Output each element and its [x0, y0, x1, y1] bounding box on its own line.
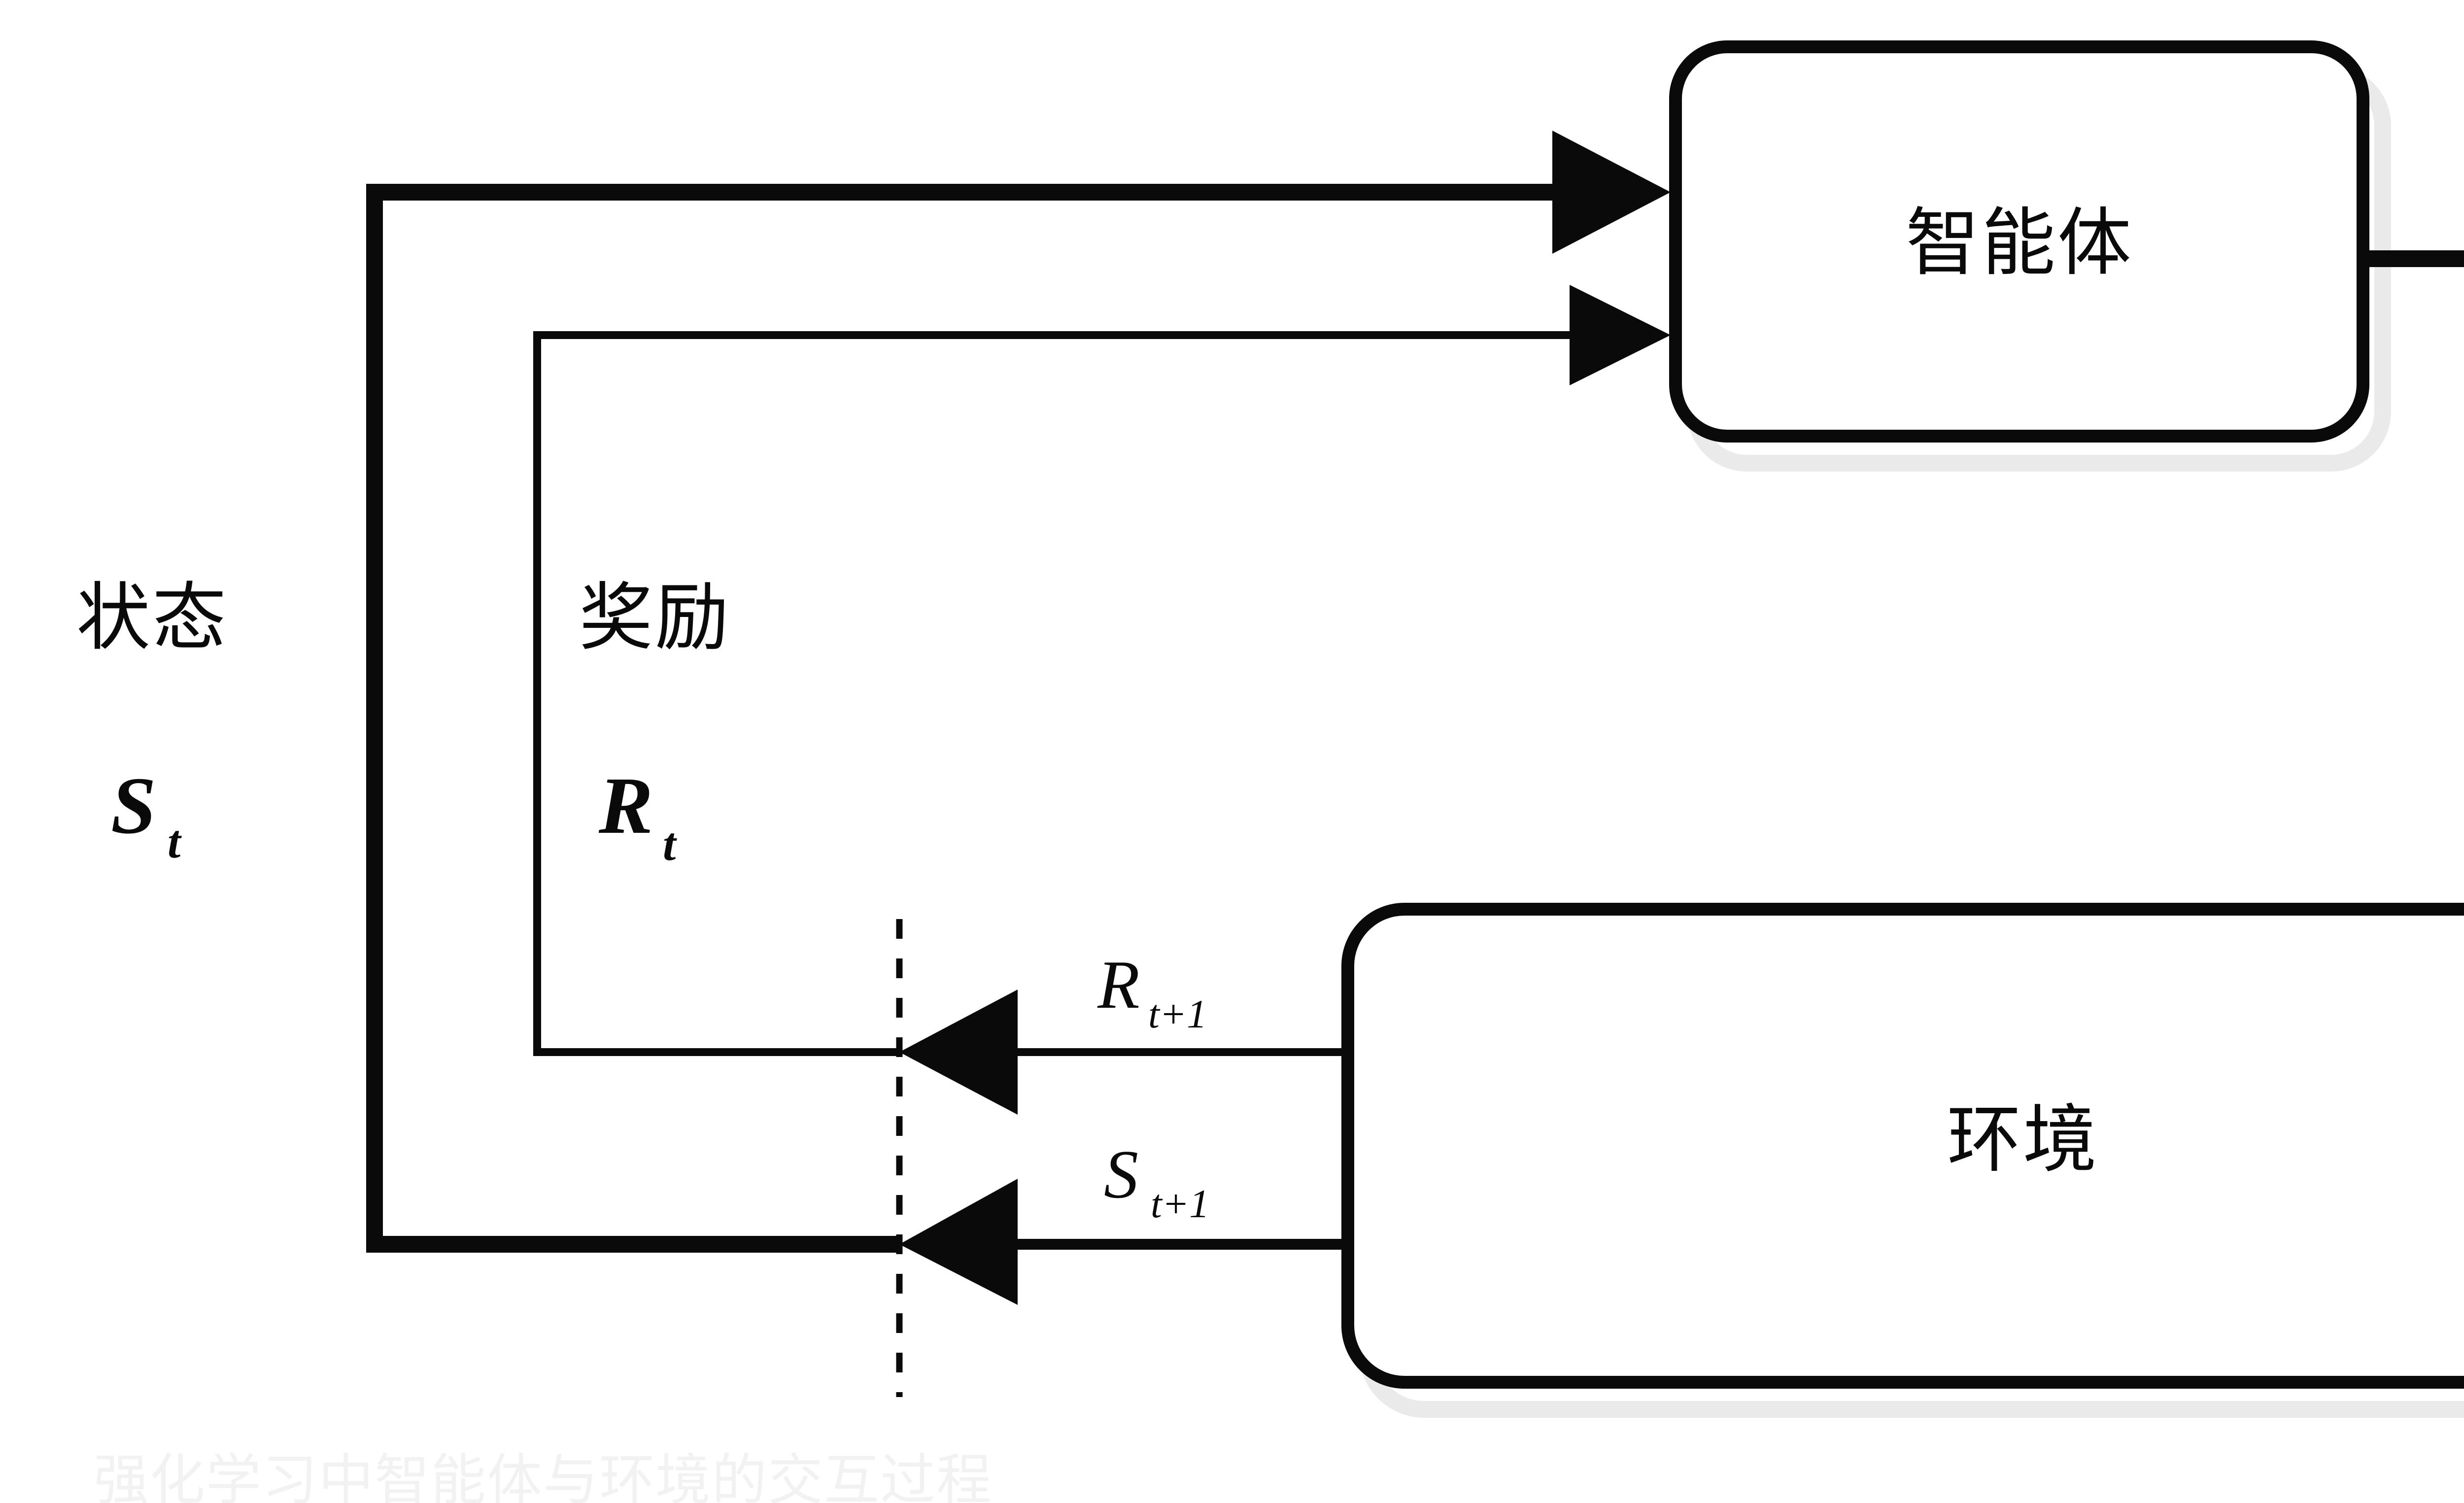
agent-box — [1669, 40, 2369, 443]
environment-node[interactable]: 环境 — [1341, 903, 2464, 1389]
state-next-arrowhead-icon — [899, 1179, 1018, 1305]
reward-next-math: R — [1097, 947, 1140, 1023]
environment-label: 环境 — [1947, 1099, 2099, 1181]
state-arrowhead-icon — [1552, 131, 1671, 254]
reward-next-subscript: t+1 — [1148, 991, 1207, 1036]
agent-node[interactable]: 智能体 — [1669, 40, 2369, 443]
state-label-math: S — [111, 760, 156, 851]
edge-state-next — [899, 1179, 1348, 1305]
environment-box — [1341, 903, 2464, 1389]
state-label-subscript: t — [168, 816, 182, 868]
reward-arrowhead-icon — [1570, 285, 1671, 385]
agent-label: 智能体 — [1906, 203, 2133, 284]
reward-label-math: R — [598, 760, 653, 851]
edge-state-loop — [366, 131, 1671, 1253]
state-next-subscript: t+1 — [1151, 1181, 1209, 1226]
state-next-label-group: S t+1 — [1104, 1136, 1209, 1226]
reward-next-label-group: R t+1 — [1097, 947, 1207, 1036]
reward-next-arrowhead-icon — [899, 990, 1018, 1115]
state-label-cjk: 状态 — [76, 578, 228, 659]
reward-label-subscript: t — [663, 818, 677, 870]
figure-caption: 强化学习中智能体与环境的交互过程 — [94, 1450, 992, 1503]
edge-reward-next — [899, 990, 1348, 1115]
reward-label-cjk: 奖励 — [579, 578, 731, 659]
state-edge-label-group: 状态 S t — [76, 578, 228, 868]
state-next-math: S — [1104, 1136, 1138, 1213]
reward-edge-label-group: 奖励 R t — [579, 578, 731, 870]
edge-reward-loop — [533, 285, 1671, 1056]
